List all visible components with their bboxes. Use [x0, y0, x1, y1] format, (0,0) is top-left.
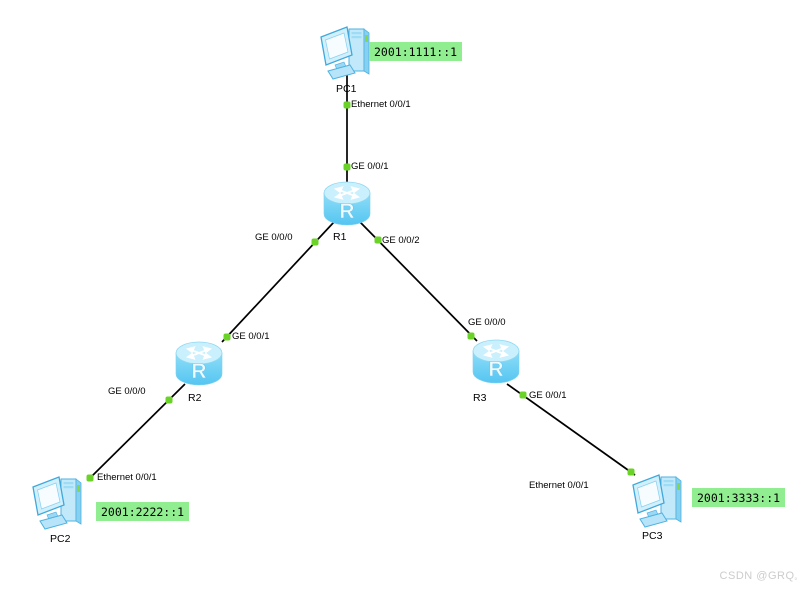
pc-icon: [32, 476, 82, 530]
svg-text:R: R: [339, 200, 354, 223]
port-label: GE 0/0/2: [382, 235, 420, 246]
device-label-r2: R2: [188, 392, 202, 404]
device-pc1[interactable]: [320, 24, 374, 82]
port-label: GE 0/0/0: [255, 232, 293, 243]
port-status-dot: [519, 391, 527, 399]
port-label: GE 0/0/1: [529, 390, 567, 401]
ip-annotation-pc2: 2001:2222::1: [96, 502, 190, 521]
port-label: Ethernet 0/0/1: [97, 472, 157, 483]
device-pc3[interactable]: [632, 472, 686, 530]
device-label-pc3: PC3: [642, 530, 663, 542]
router-icon: R: [175, 341, 223, 386]
port-status-dot: [467, 332, 475, 340]
port-status-dot: [86, 474, 94, 482]
device-label-pc2: PC2: [50, 533, 71, 545]
device-label-r1: R1: [333, 231, 347, 243]
port-label: GE 0/0/1: [232, 331, 270, 342]
watermark-suffix: 。: [794, 574, 802, 581]
port-label: GE 0/0/0: [468, 317, 506, 328]
port-status-dot: [165, 396, 173, 404]
svg-text:R: R: [488, 358, 503, 381]
routing-arrows-icon: [482, 344, 510, 358]
port-status-dot: [343, 101, 351, 109]
port-status-dot: [223, 333, 231, 341]
port-status-dot: [311, 238, 319, 246]
port-status-dot: [374, 236, 382, 244]
device-label-r3: R3: [473, 392, 487, 404]
port-status-dot: [343, 163, 351, 171]
port-label: GE 0/0/1: [351, 161, 389, 172]
pc-icon: [320, 26, 370, 80]
router-icon: R: [472, 339, 520, 384]
port-label: Ethernet 0/0/1: [529, 480, 589, 491]
device-r2[interactable]: R: [175, 340, 223, 388]
device-r3[interactable]: R: [472, 338, 520, 386]
device-r1[interactable]: R: [323, 180, 371, 228]
ip-annotation-pc3: 2001:3333::1: [692, 488, 786, 507]
device-label-pc1: PC1: [336, 83, 357, 95]
router-icon: R: [323, 181, 371, 226]
routing-arrows-icon: [185, 346, 213, 360]
watermark: CSDN @GRQ。: [720, 570, 802, 584]
device-pc2[interactable]: [32, 474, 86, 532]
ip-annotation-pc1: 2001:1111::1: [369, 42, 463, 61]
pc-icon: [632, 474, 682, 528]
port-status-dot: [627, 468, 635, 476]
port-label: Ethernet 0/0/1: [351, 99, 411, 110]
watermark-text: CSDN @GRQ: [719, 570, 795, 582]
link-r3-pc3[interactable]: [506, 383, 636, 476]
svg-text:R: R: [191, 360, 206, 383]
routing-arrows-icon: [333, 186, 361, 200]
port-label: GE 0/0/0: [108, 386, 146, 397]
